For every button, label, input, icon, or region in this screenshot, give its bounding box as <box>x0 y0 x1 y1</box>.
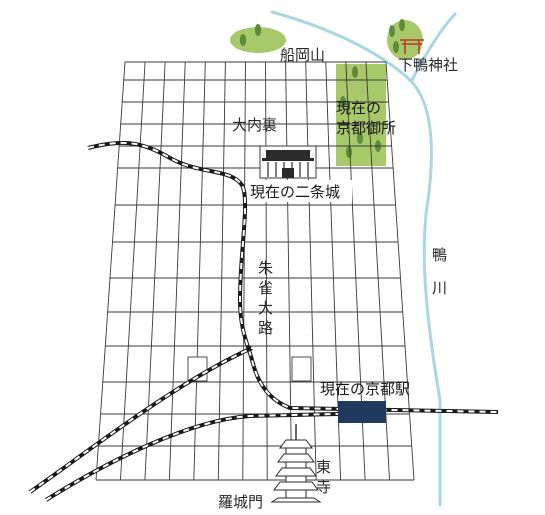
label-kamo: 鴨 川 <box>432 246 447 297</box>
svg-text:鴨: 鴨 <box>432 246 447 264</box>
torii-icon <box>400 39 424 54</box>
svg-text:雀: 雀 <box>258 279 273 297</box>
label-suzaku: 朱 雀 大 路 <box>258 259 273 337</box>
tree-icon <box>340 66 381 158</box>
label-rashomon: 羅城門 <box>218 493 263 511</box>
tree-icon <box>389 19 405 53</box>
shimogamo-park <box>387 19 424 60</box>
station-icon <box>338 401 386 423</box>
label-dainairi: 大内裏 <box>232 116 277 134</box>
castle-icon <box>259 145 317 179</box>
label-funaokayama: 船岡山 <box>280 46 325 64</box>
gosho-park <box>336 64 386 166</box>
svg-text:朱: 朱 <box>258 259 273 277</box>
svg-text:東: 東 <box>316 458 331 476</box>
market-blocks <box>187 356 312 382</box>
svg-text:川: 川 <box>432 279 447 297</box>
svg-text:大: 大 <box>258 299 273 317</box>
label-gosho-line2: 京都御所 <box>336 119 396 137</box>
kamo-river <box>270 10 457 507</box>
pagoda-icon <box>270 424 322 503</box>
label-nijo: 現在の二条城 <box>250 183 340 201</box>
label-kyoto-station: 現在の京都駅 <box>320 380 410 398</box>
label-shimogamo: 下鴨神社 <box>398 56 458 74</box>
tree-icon <box>239 24 262 46</box>
funaokayama-park <box>230 24 286 53</box>
label-toji: 東 寺 <box>316 458 331 496</box>
label-gosho-line1: 現在の <box>336 99 381 117</box>
svg-text:寺: 寺 <box>316 478 331 496</box>
svg-text:路: 路 <box>258 319 273 337</box>
railway-line <box>28 140 499 502</box>
